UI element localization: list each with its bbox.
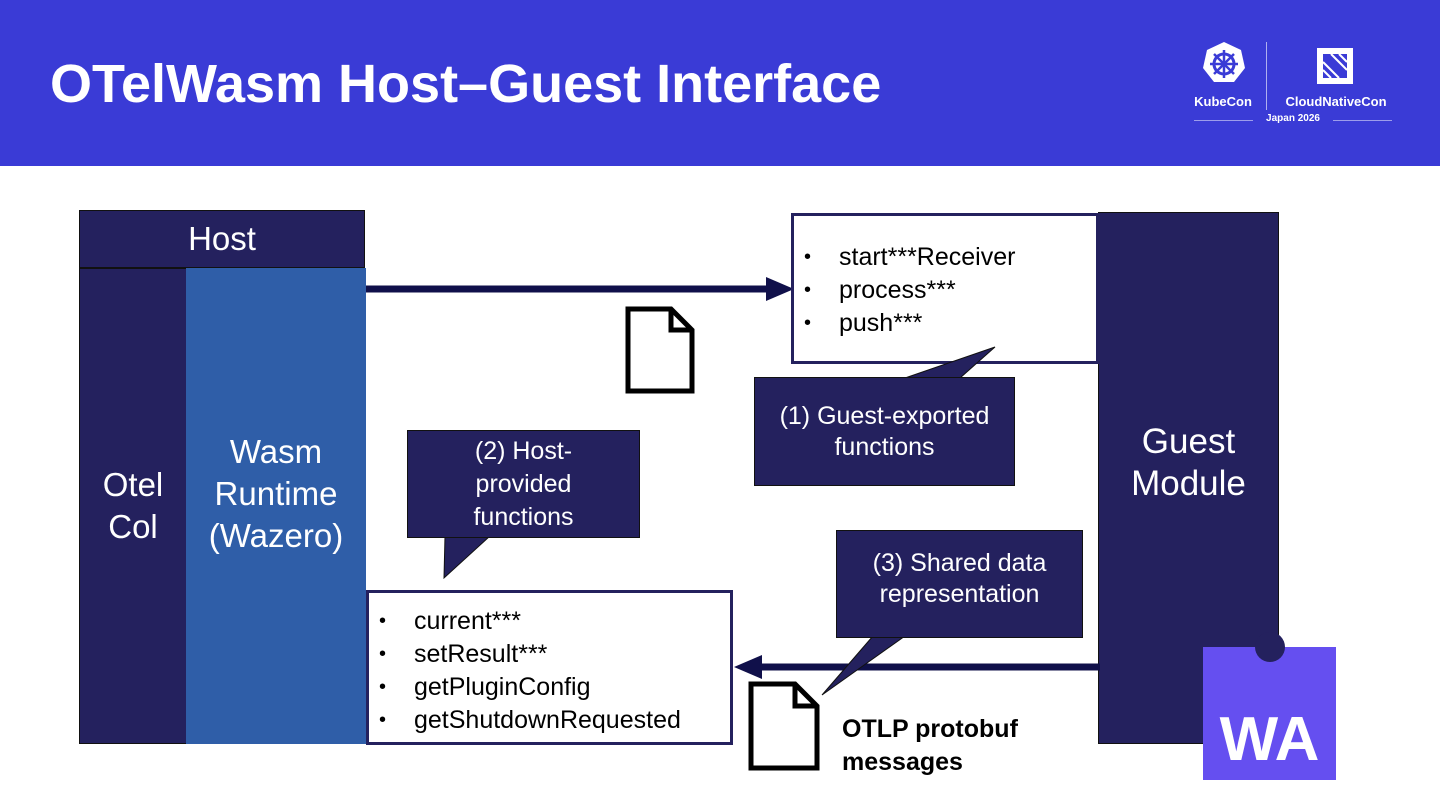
host-label: Host	[188, 220, 256, 257]
callout-host-line-1: (2) Host-	[474, 436, 573, 465]
guest-line-2: Module	[1131, 464, 1246, 503]
otlp-line-2: messages	[842, 748, 963, 776]
callout-host-provided: (2) Host- provided functions	[407, 430, 640, 538]
list-item: getShutdownRequested	[369, 704, 730, 737]
list-item: push***	[794, 307, 1096, 340]
page-title: OTelWasm Host–Guest Interface	[50, 54, 882, 114]
kubecon-logo-text: KubeCon	[1194, 94, 1252, 109]
callout-host-line-2: provided	[475, 469, 572, 498]
otlp-messages-label: OTLP protobuf messages	[842, 713, 1018, 779]
logo-divider	[1266, 42, 1267, 110]
callout-guest-line-1: (1) Guest-exported	[779, 401, 990, 430]
guest-line-1: Guest	[1141, 422, 1236, 461]
otel-col-line-2: Col	[108, 508, 158, 545]
runtime-line-2: Runtime	[214, 475, 338, 512]
wasm-runtime-block: Wasm Runtime (Wazero)	[186, 268, 366, 744]
host-functions-list: current*** setResult*** getPluginConfig …	[369, 605, 730, 737]
callout-guest-exported: (1) Guest-exported functions	[754, 377, 1015, 486]
callout-shared-line-2: representation	[879, 580, 1040, 608]
otel-col-block: Otel Col	[79, 268, 187, 744]
event-label: Japan 2026	[1253, 113, 1333, 124]
cncf-icon	[1317, 48, 1353, 84]
webassembly-logo: WA	[1203, 632, 1336, 780]
document-icon	[625, 306, 695, 394]
callout-guest-line-2: functions	[834, 432, 935, 461]
callout-shared-line-1: (3) Shared data	[872, 549, 1047, 577]
host-functions-box: current*** setResult*** getPluginConfig …	[366, 590, 733, 745]
webassembly-notch	[1255, 632, 1285, 662]
header-band: OTelWasm Host–Guest Interface KubeCon Cl…	[0, 0, 1440, 166]
otel-col-line-1: Otel	[102, 466, 164, 503]
runtime-line-1: Wasm	[229, 433, 323, 470]
webassembly-badge-text: WA	[1219, 705, 1320, 774]
list-item: current***	[369, 605, 730, 638]
document-icon	[748, 681, 820, 771]
cloudnativecon-logo-text: CloudNativeCon	[1285, 94, 1387, 109]
callout-host-line-3: functions	[473, 502, 574, 531]
runtime-line-3: (Wazero)	[208, 517, 344, 554]
host-header: Host	[79, 210, 365, 268]
list-item: process***	[794, 274, 1096, 307]
kubernetes-helm-icon	[1203, 42, 1245, 82]
otlp-line-1: OTLP protobuf	[842, 715, 1018, 743]
guest-exports-list: start***Receiver process*** push***	[794, 241, 1096, 340]
list-item: getPluginConfig	[369, 671, 730, 704]
list-item: start***Receiver	[794, 241, 1096, 274]
callout-shared-data: (3) Shared data representation	[836, 530, 1083, 638]
list-item: setResult***	[369, 638, 730, 671]
guest-exports-box: start***Receiver process*** push***	[791, 213, 1099, 364]
